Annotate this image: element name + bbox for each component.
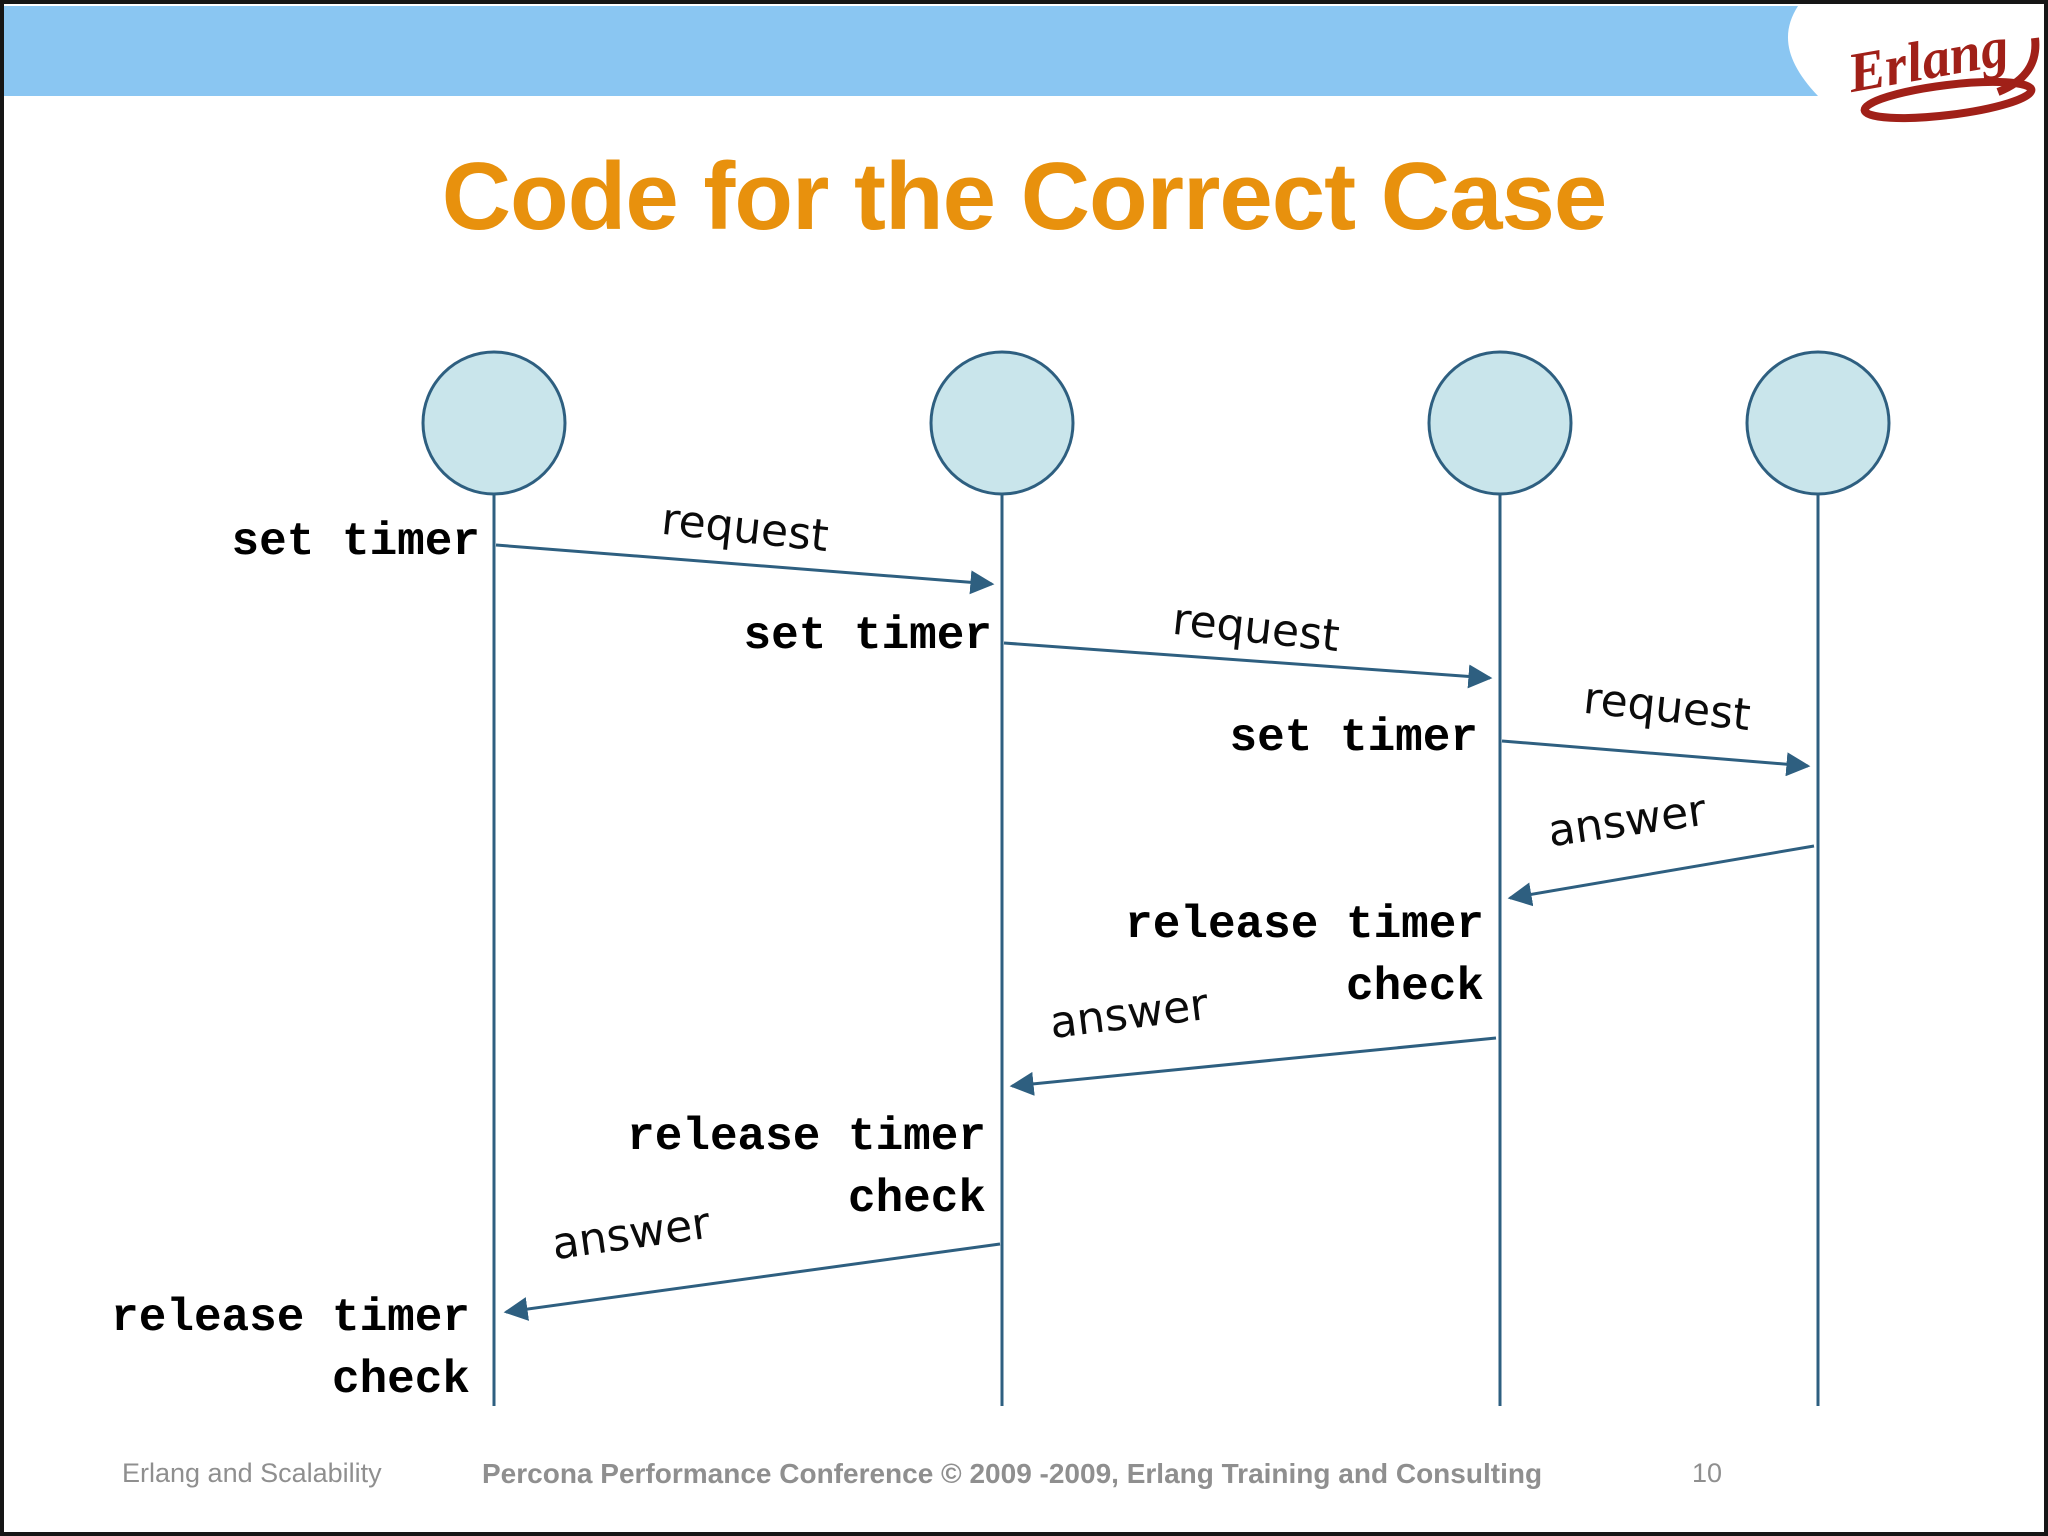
label-release-timer-2-line2: check <box>847 1173 986 1225</box>
label-release-timer-3-line1: release timer <box>111 1292 470 1344</box>
label-release-timer-3-line2: check <box>331 1354 470 1406</box>
slide-footer: Erlang and Scalability Percona Performan… <box>0 1458 2048 1508</box>
label-release-timer-2: release timer check <box>627 1106 986 1230</box>
label-set-timer-2-text: set timer <box>743 610 992 662</box>
label-release-timer-1-line1: release timer <box>1125 899 1484 951</box>
label-set-timer-1-text: set timer <box>231 516 480 568</box>
arrow-request-1 <box>495 543 995 595</box>
arrow-request-3 <box>1501 739 1811 777</box>
logo-swoosh-tail <box>1996 37 2040 96</box>
label-set-timer-1: set timer <box>232 514 480 570</box>
footer-page-number: 10 <box>1692 1458 1723 1488</box>
label-set-timer-3: set timer <box>1230 710 1478 766</box>
footer-conference: Percona Performance Conference © 2009 -2… <box>482 1458 1543 1489</box>
arrow-request-2 <box>1003 641 1493 689</box>
header-banner <box>4 6 1818 96</box>
label-release-timer-3: release timer check <box>111 1287 470 1411</box>
actor-circle-4 <box>1745 350 1891 496</box>
label-set-timer-2: set timer <box>744 608 992 664</box>
label-release-timer-2-line1: release timer <box>627 1111 986 1163</box>
logo-text: Erlang <box>1842 16 2013 105</box>
label-set-timer-3-text: set timer <box>1229 712 1478 764</box>
footer-deck-title: Erlang and Scalability <box>122 1458 382 1488</box>
erlang-logo: Erlang <box>1842 12 2042 130</box>
arrow-answer-3 <box>503 1242 1001 1321</box>
erlang-logo-art: Erlang <box>1842 16 2040 123</box>
arrow-answer-2 <box>1009 1036 1497 1096</box>
logo-swoosh <box>1860 77 2036 123</box>
actor-circle-2 <box>929 350 1075 496</box>
label-release-timer-1: release timer check <box>1125 894 1484 1018</box>
arrow-answer-1 <box>1507 844 1815 907</box>
page-title: Code for the Correct Case <box>441 143 1608 250</box>
header-banner-shape <box>4 6 1818 96</box>
actor-circle-3 <box>1427 350 1573 496</box>
label-release-timer-1-line2: check <box>1345 961 1484 1013</box>
actor-circle-1 <box>421 350 567 496</box>
